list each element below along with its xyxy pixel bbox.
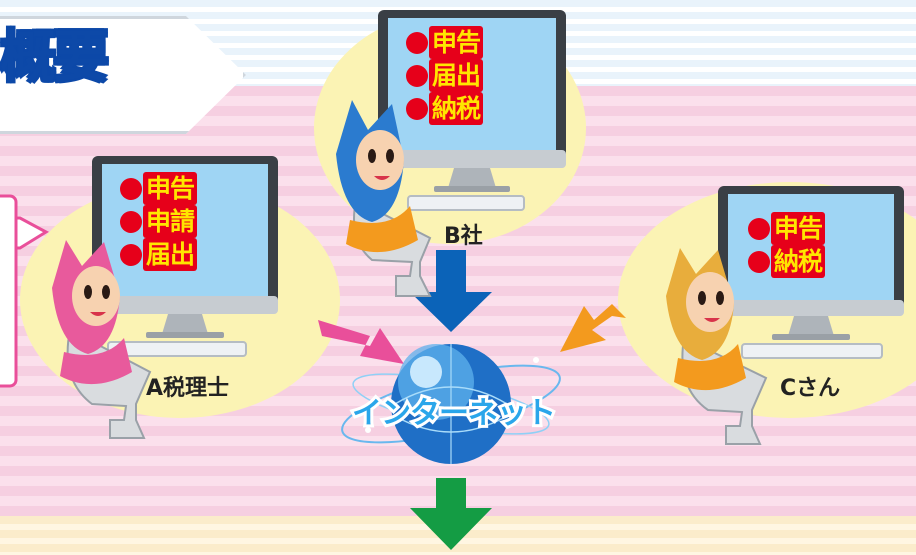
node-label-b: B社: [444, 224, 483, 249]
list-item: 届出: [406, 59, 484, 92]
bullet-icon: [120, 177, 142, 200]
bullet-icon: [406, 97, 428, 120]
bullet-icon: [120, 243, 142, 266]
arrow-internet-out: [410, 478, 492, 550]
list-item: 納税: [406, 92, 484, 125]
bullet-icon: [748, 250, 770, 273]
bullet-icon: [120, 210, 142, 233]
task-list-a: 申告 申請 届出: [120, 172, 198, 271]
list-item: 申告: [748, 212, 826, 245]
globe-icon: [341, 344, 561, 464]
arrow-b-to-internet: [410, 250, 492, 332]
arrow-c-to-internet: [560, 304, 626, 352]
list-item: 申告: [406, 26, 484, 59]
node-label-a: A税理士: [146, 376, 230, 401]
page-title: 概要: [0, 25, 112, 90]
task-list-c: 申告 納税: [748, 212, 826, 278]
list-item: 申告: [120, 172, 198, 205]
bullet-icon: [748, 217, 770, 240]
task-list-b: 申告 届出 納税: [406, 26, 484, 125]
internet-label: インターネット: [349, 393, 559, 434]
mascot-c: [666, 248, 768, 445]
list-item: 申請: [120, 205, 198, 238]
mascot-a: [52, 240, 152, 439]
arrow-a-to-internet: [318, 320, 404, 364]
left-side-panel: [0, 194, 18, 388]
keyboard-icon: [407, 195, 525, 211]
list-item: 届出: [120, 238, 198, 271]
node-label-c: Cさん: [780, 376, 841, 401]
title-banner: [0, 16, 246, 134]
bullet-icon: [406, 31, 428, 54]
mascot-b: [336, 100, 432, 297]
bullet-icon: [406, 64, 428, 87]
list-item: 納税: [748, 245, 826, 278]
